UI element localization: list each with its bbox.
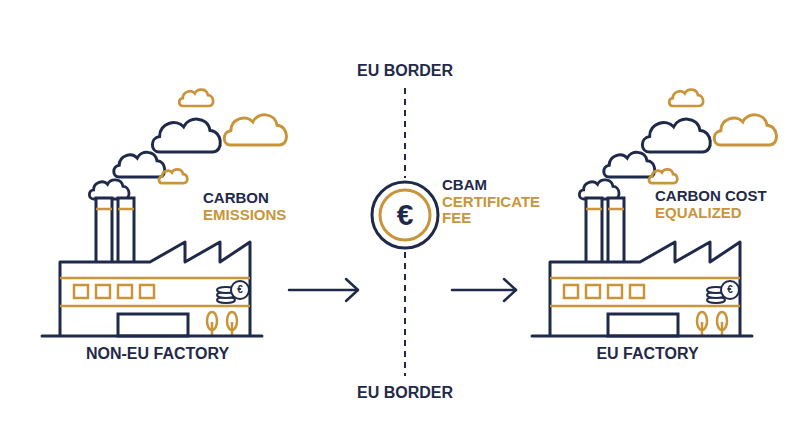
- coin-symbol: €: [724, 284, 736, 296]
- border-line: [404, 252, 406, 376]
- factory-label: NON-EU FACTORY: [30, 345, 285, 363]
- euro-symbol: €: [362, 197, 448, 233]
- border-line: [404, 88, 406, 178]
- factory-group: CARBON EMISSIONS NON-EU FACTORY: [30, 170, 285, 370]
- coin-symbol: €: [234, 284, 246, 296]
- non-eu-factory-drawing: [42, 90, 286, 336]
- emissions-label: CARBON EMISSIONS: [203, 190, 286, 223]
- equalized-label: CARBON COST EQUALIZED: [655, 188, 790, 221]
- fee-label: CBAM CERTIFICATE FEE: [442, 177, 540, 227]
- fee-node: €CBAM CERTIFICATE FEE: [362, 175, 448, 300]
- border-label: EU BORDER: [305, 62, 505, 80]
- factory-label: EU FACTORY: [520, 345, 775, 363]
- factory-group: CARBON COST EQUALIZEDEU FACTORY: [520, 170, 775, 370]
- flow-arrow: [452, 279, 516, 301]
- flow-arrow: [289, 279, 358, 301]
- border-label: EU BORDER: [305, 384, 505, 402]
